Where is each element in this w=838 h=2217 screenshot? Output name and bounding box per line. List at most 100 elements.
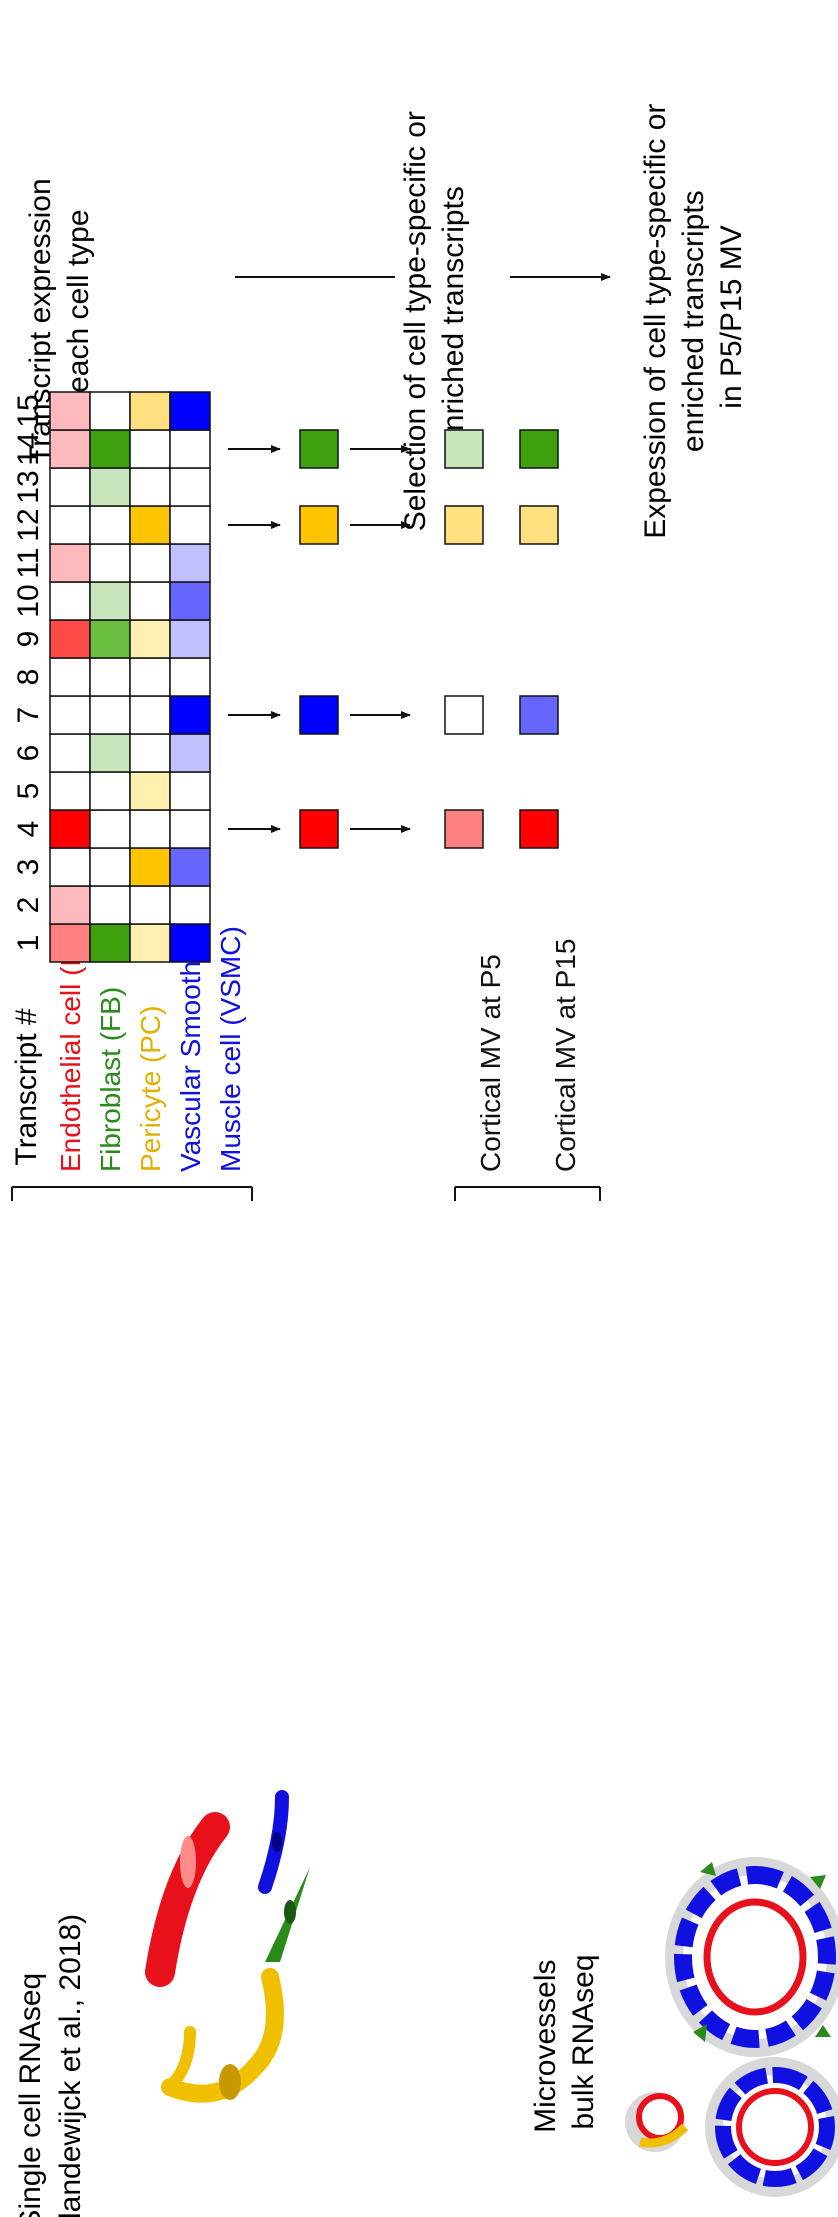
heatmap-cell xyxy=(49,733,91,773)
mv-p15-square xyxy=(519,809,559,849)
mv-p15-square xyxy=(519,429,559,469)
bulk-label-line1: Microvessels xyxy=(529,1959,562,2132)
heatmap-cell xyxy=(169,429,211,469)
heatmap-cell xyxy=(89,543,131,583)
heatmap-cell xyxy=(129,733,171,773)
heatmap-cell xyxy=(169,391,211,431)
heatmap-cell xyxy=(169,619,211,659)
transcript-number: 11 xyxy=(12,547,45,578)
heatmap-cell xyxy=(89,923,131,963)
bulk-label-line2: bulk RNAseq xyxy=(567,1954,600,2129)
heatmap-cell xyxy=(49,467,91,507)
heatmap-cell xyxy=(129,467,171,507)
single-cell-label: Single cell RNAseq (Vanlandewijck et al.… xyxy=(14,1914,87,2217)
heatmap-cell xyxy=(89,581,131,621)
transcript-number: 10 xyxy=(12,584,45,617)
heatmap-cell xyxy=(49,543,91,583)
heatmap-cell xyxy=(169,885,211,925)
transcript-number: 3 xyxy=(12,859,45,876)
heatmap-cell xyxy=(129,657,171,697)
heatmap-cell xyxy=(49,923,91,963)
selection-header-line1: Selection of cell type-specific or xyxy=(399,111,432,531)
heatmap-cell xyxy=(129,809,171,849)
microvessel-medium-illustration xyxy=(705,2057,838,2197)
heatmap-cell xyxy=(89,695,131,735)
single-cell-label-line2: (Vanlandewijck et al., 2018) xyxy=(54,1914,87,2217)
single-cell-bracket-line xyxy=(0,1687,12,1902)
heatmap-cell xyxy=(169,809,211,849)
expression-header-line2: in each cell type xyxy=(62,209,95,424)
mv-p15-square xyxy=(519,695,559,735)
heatmap-cell xyxy=(89,467,131,507)
heatmap-cell xyxy=(169,733,211,773)
heatmap-cell xyxy=(89,505,131,545)
heatmap-cell xyxy=(49,429,91,469)
heatmap-cell xyxy=(89,429,131,469)
heatmap-cell xyxy=(89,847,131,887)
heatmap-cell xyxy=(89,885,131,925)
heatmap-cell xyxy=(49,619,91,659)
heatmap-cell xyxy=(89,809,131,849)
heatmap-cell xyxy=(129,695,171,735)
selected-transcript-square xyxy=(299,695,339,735)
heatmap-cell xyxy=(129,885,171,925)
heatmap-cell xyxy=(129,923,171,963)
mv-p5-square xyxy=(444,695,484,735)
mv-expression-header-line1: Expession of cell type-specific or xyxy=(639,104,672,539)
heatmap-cell xyxy=(89,657,131,697)
cell-types-bracket xyxy=(11,1186,253,1201)
transcript-number: 13 xyxy=(12,470,45,503)
heatmap-cell xyxy=(169,657,211,697)
mv-expression-header-line3: in P5/P15 MV xyxy=(715,225,748,408)
mv-p5-square xyxy=(444,809,484,849)
heatmap-cell xyxy=(129,619,171,659)
expression-header: Transcript expression in each cell type xyxy=(24,170,95,464)
selected-transcript-square xyxy=(299,809,339,849)
heatmap-cell xyxy=(89,619,131,659)
transcript-number: 7 xyxy=(12,707,45,724)
selection-header: Selection of cell type-specific or enric… xyxy=(399,103,470,532)
heatmap-cell xyxy=(169,847,211,887)
heatmap-cell xyxy=(169,543,211,583)
heatmap-cell xyxy=(49,391,91,431)
heatmap-cell xyxy=(89,733,131,773)
heatmap-cell xyxy=(169,467,211,507)
heatmap-cell xyxy=(49,505,91,545)
heatmap-cell xyxy=(169,771,211,811)
transcript-number: 15 xyxy=(12,394,45,427)
selected-transcript-square xyxy=(299,429,339,469)
heatmap-cell xyxy=(49,847,91,887)
mv-samples-bracket xyxy=(454,1186,601,1201)
mv-sample-label: Cortical MV at P5 xyxy=(475,954,506,1172)
mv-expression-header: Expession of cell type-specific or enric… xyxy=(639,95,748,539)
heatmap-cell xyxy=(49,771,91,811)
heatmap-cell xyxy=(49,657,91,697)
endothelial-cell-illustration xyxy=(145,1812,230,1987)
cell-type-label: Fibroblast (FB) xyxy=(95,987,126,1172)
pericyte-illustration xyxy=(161,1968,284,2103)
heatmap-cell xyxy=(169,581,211,621)
transcript-number: 2 xyxy=(12,897,45,914)
microvessel-small-illustration xyxy=(625,2092,689,2152)
heatmap-cell xyxy=(89,391,131,431)
cell-type-label-line2: Muscle cell (VSMC) xyxy=(215,926,246,1172)
heatmap-cell xyxy=(129,771,171,811)
selection-header-line2: enriched transcripts xyxy=(437,186,470,448)
transcript-number: 4 xyxy=(12,821,45,838)
heatmap-cell xyxy=(129,847,171,887)
mv-p5-square xyxy=(444,429,484,469)
heatmap-cell xyxy=(169,695,211,735)
single-cell-label-line1: Single cell RNAseq xyxy=(14,1973,47,2217)
mv-p5-square xyxy=(444,505,484,545)
transcripts-label: Transcript # xyxy=(10,1008,43,1166)
heatmap-cell xyxy=(129,505,171,545)
bulk-label: Microvessels bulk RNAseq xyxy=(529,1951,600,2133)
heatmap-cell xyxy=(49,695,91,735)
heatmap-cell xyxy=(129,543,171,583)
heatmap-cell xyxy=(49,885,91,925)
mv-expression-header-line2: enriched transcripts xyxy=(677,190,710,452)
mv-sample-label: Cortical MV at P15 xyxy=(550,939,581,1172)
transcript-number: 6 xyxy=(12,745,45,762)
transcript-number: 5 xyxy=(12,783,45,800)
